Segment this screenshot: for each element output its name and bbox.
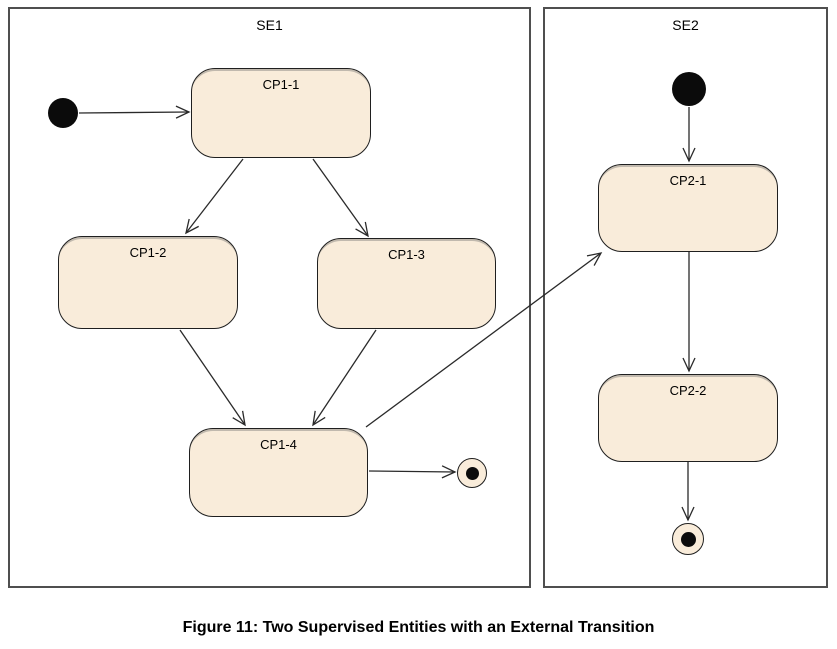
- state-cp1-4: CP1-4: [189, 428, 368, 517]
- state-cp1-1-label: CP1-1: [262, 77, 300, 92]
- state-cp2-2-label: CP2-2: [669, 383, 707, 398]
- figure-caption: Figure 11: Two Supervised Entities with …: [182, 619, 655, 636]
- state-cp2-1: CP2-1: [598, 164, 778, 252]
- state-cp1-3-label: CP1-3: [388, 247, 425, 262]
- state-cp1-2: CP1-2: [58, 236, 238, 329]
- state-cp1-2-label: CP1-2: [129, 245, 167, 260]
- region-se1-title: SE1: [256, 17, 283, 33]
- region-se2-title: SE2: [672, 17, 699, 33]
- final-state-dot-se2: [680, 531, 696, 547]
- state-cp1-4-label: CP1-4: [260, 437, 297, 452]
- final-state-dot-se1: [465, 466, 479, 480]
- state-cp2-1-label: CP2-1: [669, 173, 707, 188]
- initial-state-icon-se2: [672, 72, 706, 106]
- state-cp1-3: CP1-3: [317, 238, 496, 329]
- final-state-icon-se2: [672, 523, 704, 555]
- state-cp1-1: CP1-1: [191, 68, 371, 158]
- final-state-icon-se1: [457, 458, 487, 488]
- initial-state-icon-se1: [48, 98, 78, 128]
- state-cp2-2: CP2-2: [598, 374, 778, 462]
